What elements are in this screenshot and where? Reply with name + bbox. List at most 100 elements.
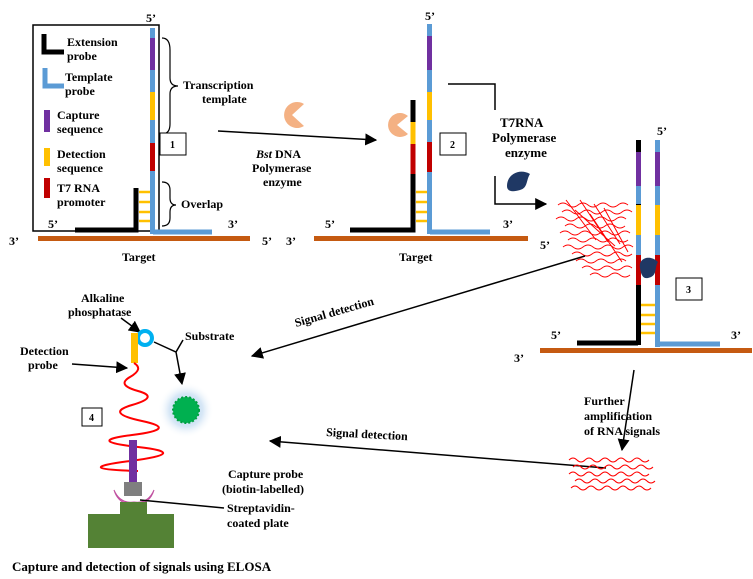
arrow-3-to-amplification <box>617 369 635 452</box>
p1-5prime-target-right: 5’ <box>262 234 272 248</box>
bst-italic: Bst <box>255 147 273 161</box>
transcription-template-line2: template <box>202 92 247 106</box>
step-3-label: 3 <box>686 285 691 296</box>
capture-probe-bar <box>129 440 137 482</box>
legend-t7-line2: promoter <box>57 195 106 209</box>
detection-probe-line1: Detection <box>20 344 69 358</box>
capture-probe-line2: (biotin-labelled) <box>222 482 304 496</box>
p2-5prime-left: 5’ <box>325 217 335 231</box>
signal-detection-label-2: Signal detection <box>326 425 409 443</box>
bst-enzyme-group: Bst DNA Polymerase enzyme <box>217 102 378 189</box>
p1-overlap-rungs <box>139 190 150 223</box>
p2-extended-detection <box>410 122 416 144</box>
p1-extension-probe <box>75 188 139 233</box>
p1-5prime-top: 5’ <box>146 11 156 25</box>
bst-rest: DNA <box>272 147 301 161</box>
p1-t7-segment <box>150 143 155 171</box>
alkaline-phosphatase-line2: phosphatase <box>68 305 132 319</box>
detection-probe-line2: probe <box>28 358 58 372</box>
detection-probe-pointer <box>71 361 129 374</box>
t7-enzyme-line3: enzyme <box>505 145 547 160</box>
p2-capture-segment <box>427 36 432 70</box>
substrate-label: Substrate <box>185 329 235 343</box>
detection-sequence-icon <box>44 148 50 166</box>
p1-template-strand <box>150 28 155 234</box>
p1-5prime-left: 5’ <box>48 217 58 231</box>
p1-3prime-right: 3’ <box>228 217 238 231</box>
p3-5prime-top: 5’ <box>657 124 667 138</box>
p3-ext-template-b <box>636 235 641 255</box>
p3-ext-template-a <box>636 186 641 204</box>
plate-base <box>88 514 174 548</box>
bst-enzyme-icon <box>284 102 304 128</box>
p3-capture-segment <box>655 152 660 186</box>
legend-capture-line1: Capture <box>57 108 100 122</box>
t7-enzyme-line2: Polymerase <box>492 130 556 145</box>
t7-enzyme-group: T7RNA Polymerase enzyme <box>448 83 556 210</box>
p1-target-label: Target <box>122 250 156 264</box>
p3-3prime-target-left: 3’ <box>514 351 524 365</box>
p1-3prime-target-left: 3’ <box>9 234 19 248</box>
p2-extended-t7 <box>410 144 416 174</box>
overlap-label: Overlap <box>181 197 223 211</box>
capture-sequence-icon <box>44 110 50 132</box>
further-amplification-line2: amplification <box>584 409 652 423</box>
legend-detection-line1: Detection <box>57 147 106 161</box>
signal-detection-label-1: Signal detection <box>293 294 376 330</box>
p3-template-strand <box>655 140 660 347</box>
transcription-template-bracket <box>161 37 179 135</box>
p1-target-strand <box>38 236 250 241</box>
streptavidin-line1: Streptavidin- <box>227 501 295 515</box>
p2-5prime-target-right: 5’ <box>540 238 550 252</box>
p3-3prime-right: 3’ <box>731 328 741 342</box>
panel-3: 5’ <box>514 124 752 365</box>
captured-rna <box>100 362 164 472</box>
p2-target-label: Target <box>399 250 433 264</box>
legend-capture-line2: sequence <box>57 122 104 136</box>
arrow-3-to-elosa <box>250 255 586 359</box>
p3-ext-capture <box>636 152 641 186</box>
legend-template-line2: probe <box>65 84 95 98</box>
step-3-box <box>675 277 703 301</box>
bottom-caption: Capture and detection of signals using E… <box>12 559 272 574</box>
step-1-label: 1 <box>170 140 175 151</box>
p3-detection-segment <box>655 205 660 235</box>
t7-enzyme-icon <box>507 171 530 192</box>
p2-target-strand <box>314 236 528 241</box>
further-amplification-line3: of RNA signals <box>584 424 660 438</box>
p3-ext-detection <box>636 205 641 235</box>
p3-target-strand <box>540 348 752 353</box>
p3-overlap-rungs <box>641 303 655 335</box>
p3-5prime-left: 5’ <box>551 328 561 342</box>
p2-overlap-rungs <box>416 190 427 223</box>
capture-probe-line1: Capture probe <box>228 467 304 481</box>
detection-probe-bar <box>131 333 138 363</box>
t7-promoter-icon <box>44 178 50 198</box>
p2-3prime-target-left: 3’ <box>286 234 296 248</box>
transcription-template-line1: Transcription <box>183 78 254 92</box>
p3-rna-transcripts <box>555 199 634 278</box>
bst-line1: Bst DNA <box>255 147 301 161</box>
step-2-label: 2 <box>450 140 455 151</box>
substrate-product-icon <box>172 396 200 424</box>
bst-line3: enzyme <box>263 175 302 189</box>
legend-extension-line1: Extension <box>67 35 118 49</box>
p3-t7-segment <box>655 255 660 285</box>
overlap-bracket <box>161 181 177 227</box>
bst-line2: Polymerase <box>252 161 312 175</box>
biotin-icon <box>124 482 142 496</box>
step-4-box <box>81 407 103 427</box>
p2-3prime-right: 3’ <box>503 217 513 231</box>
alkaline-phosphatase-line1: Alkaline <box>81 291 125 305</box>
legend-box: Extension probe Template probe Capture s… <box>32 24 160 232</box>
alkaline-phosphatase-icon <box>136 329 154 347</box>
legend-template-line1: Template <box>65 70 113 84</box>
p2-bst-enzyme-icon <box>388 113 408 137</box>
p3-t7-enzyme-icon <box>639 257 658 279</box>
flow-arrows: Signal detection Further amplification o… <box>250 255 660 491</box>
p2-5prime-top: 5’ <box>425 9 435 23</box>
step-4-label: 4 <box>89 413 94 424</box>
elosa-panel: Alkaline phosphatase Substrate Detection… <box>20 291 304 548</box>
step-1-box <box>159 132 187 156</box>
